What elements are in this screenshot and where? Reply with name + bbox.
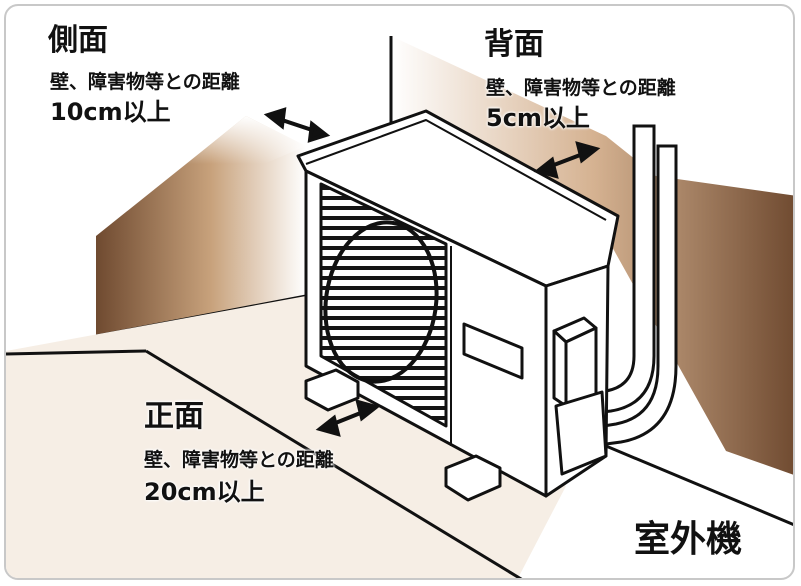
front-heading: 正面 <box>144 399 204 434</box>
side-clearance-arrow <box>263 107 331 143</box>
floor <box>6 296 566 578</box>
diagram-frame: 側面 壁、障害物等との距離 10cm以上 背面 壁、障害物等との距離 5cm以上… <box>4 4 795 580</box>
back-heading: 背面 <box>484 27 544 62</box>
front-distance-label: 壁、障害物等との距離 <box>144 449 334 471</box>
front-clearance-arrow <box>315 399 381 437</box>
back-distance-value: 5cm以上 <box>486 104 590 132</box>
outdoor-unit-caption: 室外機 <box>634 519 743 560</box>
front-distance-value: 20cm以上 <box>144 478 265 506</box>
back-clearance-arrow <box>533 141 601 179</box>
side-heading: 側面 <box>48 23 108 58</box>
installation-scene <box>6 36 793 578</box>
outdoor-unit <box>296 109 620 502</box>
back-distance-label: 壁、障害物等との距離 <box>486 77 676 99</box>
side-distance-label: 壁、障害物等との距離 <box>50 71 240 93</box>
side-distance-value: 10cm以上 <box>50 98 171 126</box>
